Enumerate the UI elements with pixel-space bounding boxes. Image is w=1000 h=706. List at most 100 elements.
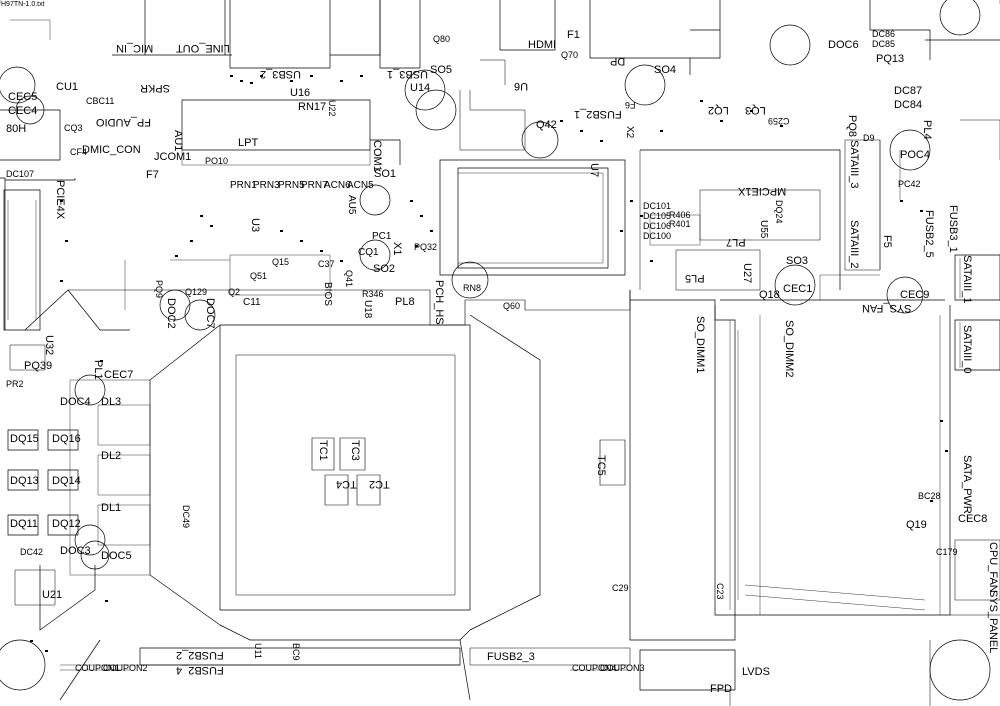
label-doc6: DOC6 — [828, 39, 859, 51]
label-q41: Q41 — [344, 270, 354, 288]
label-pl7: PL7 — [726, 236, 746, 248]
label-sataiii-1: SATAIII_1 — [961, 255, 973, 304]
label-pq8: PQ8 — [846, 115, 858, 138]
label-dl2: DL2 — [101, 450, 122, 462]
label-x1: X1 — [391, 242, 403, 256]
label-cec7: CEC7 — [104, 369, 134, 381]
label-dq13: DQ13 — [10, 475, 39, 487]
label-hdmi: HDMI — [528, 39, 557, 51]
label-sataiii-2: SATAIII_2 — [848, 220, 860, 269]
label-lq3: LQ3 — [745, 104, 766, 116]
label-dc107: DC107 — [6, 169, 35, 179]
file-title: H97TN-1.0.txt — [1, 1, 45, 8]
label-so2: SO2 — [373, 263, 396, 275]
label-f7: F7 — [146, 169, 159, 181]
label-c179: C179 — [936, 547, 958, 557]
label-tc1: TC1 — [317, 440, 329, 461]
label-dq14: DQ14 — [52, 475, 81, 487]
label-pq9: PQ9 — [154, 280, 164, 299]
label-cec8: CEC8 — [958, 513, 988, 525]
label-doc4: DOC4 — [60, 396, 91, 408]
label-u18: U18 — [362, 300, 373, 319]
label-r346: R346 — [362, 289, 384, 299]
label-cec4: CEC4 — [8, 105, 38, 117]
label-u11: U11 — [253, 643, 263, 659]
label-tc3: TC3 — [349, 440, 361, 461]
label-c29: C29 — [612, 583, 629, 593]
label-q80: Q80 — [433, 34, 451, 44]
label-jcom1: JCOM1 — [154, 151, 192, 163]
label-cq3: CQ3 — [64, 123, 83, 133]
label-bc9: BC9 — [291, 643, 301, 661]
label-pch-hs: PCH_HS — [433, 280, 445, 325]
label-dc106: DC106 — [643, 221, 672, 231]
label-doc5: DOC5 — [101, 550, 132, 562]
label-f5: F5 — [881, 235, 893, 248]
label-u6: U6 — [514, 80, 529, 92]
label-pl1: PL1 — [92, 360, 104, 380]
label-usb3-2: USB3_2 — [260, 68, 301, 80]
label-fp-audio: FP_AUDIO — [96, 116, 152, 128]
label-prn1: PRN1 — [230, 180, 257, 191]
label-dc84: DC84 — [894, 99, 923, 111]
label-pl4: PL4 — [921, 120, 933, 140]
label-spkr: SPKR — [140, 82, 170, 94]
label-coupon1: COUPON1 — [75, 663, 120, 673]
label-mpcie1x: MPCIE1X — [738, 185, 787, 197]
label-pc42: PC42 — [898, 179, 921, 189]
label-cq1: CQ1 — [358, 247, 379, 258]
label-r406: R406 — [669, 210, 691, 220]
label-q15: Q15 — [272, 257, 290, 267]
label-doc7: DOC7 — [204, 298, 216, 329]
label-dl3: DL3 — [101, 396, 122, 408]
label-cu1: CU1 — [56, 81, 79, 93]
label-dc87: DC87 — [894, 85, 923, 97]
label-fusb2-5: FUSB2_5 — [923, 210, 935, 258]
label-dc105: DC105 — [643, 211, 672, 221]
label-pq39: PQ39 — [24, 360, 53, 372]
label-dc49: DC49 — [181, 505, 191, 529]
label-u3: U3 — [249, 218, 261, 233]
label-dc86: DC86 — [872, 29, 896, 39]
label-c23: C23 — [715, 583, 725, 600]
label-tc4: TC4 — [336, 478, 357, 490]
label-sys-fan: SYS_FAN — [862, 302, 912, 314]
label-u27: U27 — [741, 263, 753, 284]
label-cf4: CF4 — [70, 147, 88, 157]
label-f1: F1 — [567, 29, 580, 41]
label-f6: F6 — [625, 100, 636, 110]
label-usb3-1: USB3_1 — [387, 68, 428, 80]
label-pq32: PQ32 — [414, 242, 438, 252]
label-so5: SO5 — [430, 64, 453, 76]
label-dl1: DL1 — [101, 502, 122, 514]
label-q70: Q70 — [561, 50, 579, 60]
label-r401: R401 — [669, 219, 691, 229]
label-lvds: LVDS — [742, 666, 770, 678]
label-sys-panel: SYS_PANEL — [987, 590, 999, 654]
label-u22: U22 — [327, 100, 337, 117]
label-q60: Q60 — [503, 301, 521, 311]
label-coupon2: COUPON2 — [103, 663, 148, 673]
label-q19: Q19 — [906, 519, 927, 531]
label-lq2: LQ2 — [708, 104, 729, 116]
label-bc28: BC28 — [918, 491, 941, 501]
label-au5: AU5 — [346, 195, 357, 215]
label-fpd: FPD — [710, 683, 732, 695]
label-line-out: LINE_OUT — [176, 42, 230, 54]
label-bios: BIOS — [322, 282, 333, 306]
label-coupon4: COUPON4 — [572, 663, 617, 673]
label-u14: U14 — [410, 82, 431, 94]
label-dq24: DQ24 — [774, 200, 784, 224]
label-sataiii-3: SATAIII_3 — [848, 140, 860, 189]
label-au1: AU1 — [172, 130, 184, 152]
label-so1: SO1 — [374, 168, 397, 180]
label-dmic-con: DMIC_CON — [82, 144, 141, 156]
label-x2: X2 — [624, 126, 635, 139]
label-q51: Q51 — [250, 271, 268, 281]
label-pr2: PR2 — [6, 379, 24, 389]
label-pl8: PL8 — [395, 296, 415, 308]
label-fusb2-1: FUSB2_1 — [574, 108, 622, 120]
label-q2: Q2 — [228, 287, 241, 297]
label-c259: C259 — [768, 116, 790, 126]
label-pc1: PC1 — [372, 231, 392, 242]
